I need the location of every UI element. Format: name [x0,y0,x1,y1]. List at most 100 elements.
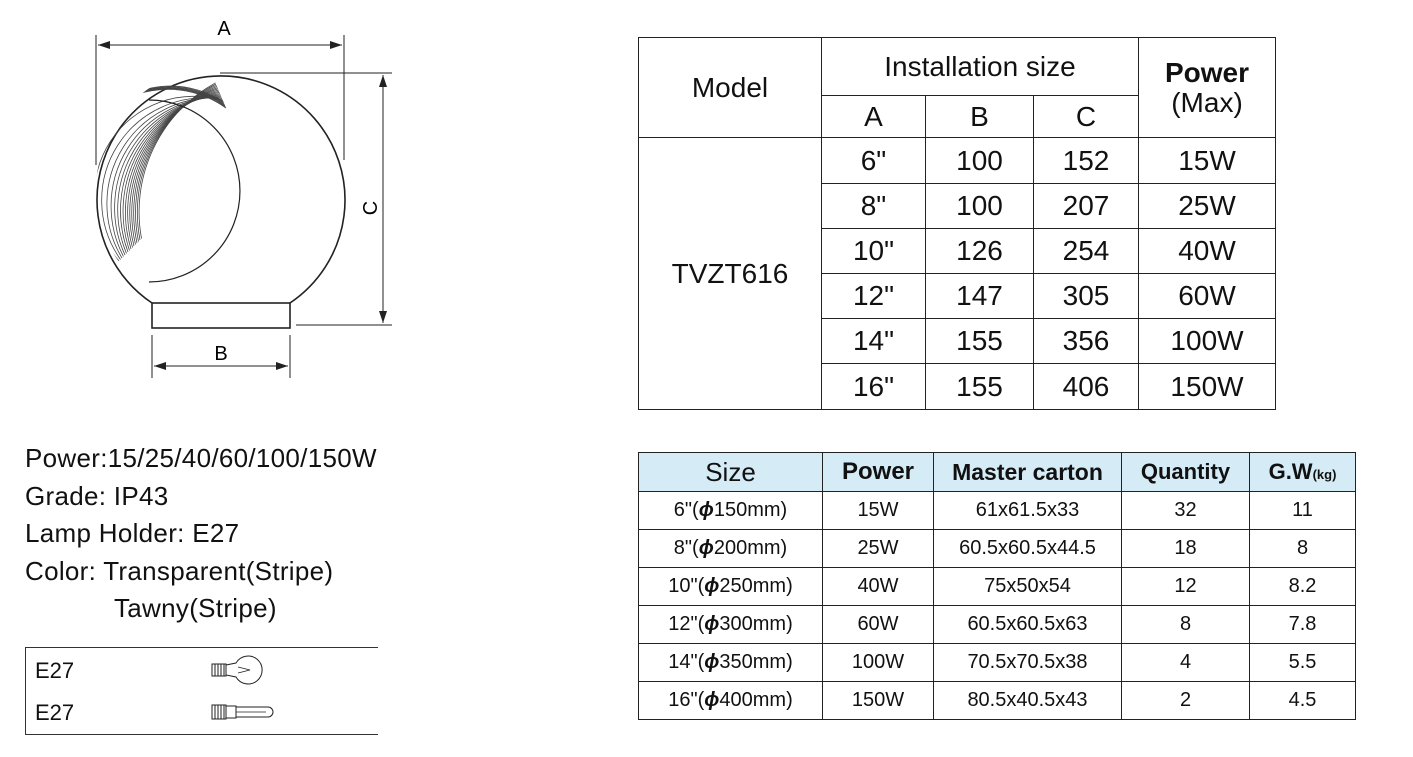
incandescent-bulb-icon [211,655,263,685]
table-row: 10"(ϕ250mm) 40W 75x50x54 12 8.2 [638,567,1356,606]
gw-cell: 8 [1249,529,1356,568]
cell-power: 15W [1138,137,1276,184]
cell-c: 305 [1033,273,1139,319]
table-row: 6"(ϕ150mm) 15W 61x61.5x33 32 11 [638,491,1356,530]
cell-a: 10" [821,228,926,274]
cell-c: 406 [1033,363,1139,410]
stripe-line [96,87,226,268]
table-row: 8"(ϕ200mm) 25W 60.5x60.5x44.5 18 8 [638,529,1356,568]
table-row: 16"(ϕ400mm) 150W 80.5x40.5x43 2 4.5 [638,681,1356,720]
cfl-bulb-icon [211,704,274,720]
phi-symbol: ϕ [704,613,720,635]
master-carton-header: Master carton [933,452,1122,492]
stripe-line [129,88,219,247]
globe-dimension-drawing: A C B [95,18,392,378]
stripe-line [96,86,225,265]
carton-cell: 60.5x60.5x44.5 [933,529,1122,568]
carton-cell: 61x61.5x33 [933,491,1122,530]
gw-cell: 11 [1249,491,1356,530]
table-row: 16" 155 406 150W [639,363,1276,410]
phi-symbol: ϕ [704,689,720,711]
size-mm: 250mm) [719,575,793,597]
power-cell: 40W [822,567,934,606]
size-mm: 400mm) [719,689,793,711]
col-c-header: C [1033,95,1139,138]
power-cell: 25W [822,529,934,568]
crescent-edge [148,99,241,283]
cell-c: 152 [1033,137,1139,184]
size-cell: 12"(ϕ300mm) [638,605,823,644]
cell-c: 207 [1033,183,1139,229]
cell-c: 356 [1033,318,1139,364]
model-cell: TVZT616 [638,137,822,410]
cell-power: 40W [1138,228,1276,274]
size-inch: 10"( [668,575,705,597]
installation-size-table: Model Installation size Power (Max) A B … [638,37,1276,410]
stripe-line [96,88,226,269]
carton-cell: 70.5x70.5x38 [933,643,1122,682]
table-row: TVZT616 6" 100 152 15W [638,137,1276,410]
lamp-holder-box [25,647,378,735]
size-inch: 8"( [673,537,699,559]
cell-power: 25W [1138,183,1276,229]
col-b-header: B [925,95,1034,138]
globe-outline [96,75,346,304]
stripe-line [101,97,223,260]
power-cell: 100W [822,643,934,682]
size-inch: 16"( [668,689,705,711]
cell-power: 100W [1138,318,1276,364]
gw-cell: 5.5 [1249,643,1356,682]
spec-lamp-holder: Lamp Holder: E27 [25,518,240,548]
stripe-line [106,97,223,259]
size-mm: 300mm) [719,613,793,635]
table-row: 12" 147 305 60W [639,273,1276,319]
spec-list: Power:15/25/40/60/100/150W Grade: IP43 L… [25,440,377,628]
spec-color: Color: Transparent(Stripe) [25,555,334,586]
spec-color-alt: Tawny(Stripe) [114,593,277,623]
qty-cell: 2 [1121,681,1250,720]
table-row: 8" 100 207 25W [639,183,1276,229]
cell-a: 8" [821,183,926,229]
carton-cell: 80.5x40.5x43 [933,681,1122,720]
spec-power: Power:15/25/40/60/100/150W [25,443,377,473]
power-header: Power [822,452,934,492]
cell-power: 150W [1138,363,1276,410]
size-cell: 14"(ϕ350mm) [638,643,823,682]
cell-b: 100 [925,183,1034,229]
dimension-c-label: C [360,201,382,215]
qty-cell: 18 [1121,529,1250,568]
quantity-header: Quantity [1121,452,1250,492]
cell-power: 60W [1138,273,1276,319]
phi-symbol: ϕ [704,575,720,597]
spec-grade: Grade: IP43 [25,480,169,511]
installation-size-header: Installation size [821,37,1139,96]
gw-header: G.W(kg) [1249,452,1356,492]
size-cell: 10"(ϕ250mm) [638,567,823,606]
size-inch: 14"( [668,651,705,673]
gw-label: G.W [1268,459,1313,484]
size-mm: 350mm) [719,651,793,673]
power-header: Power (Max) [1138,37,1276,138]
packing-table: Size Power Master carton Quantity G.W(kg… [638,452,1356,720]
cell-b: 100 [925,137,1034,184]
cell-a: 6" [821,137,926,184]
gw-cell: 7.8 [1249,605,1356,644]
cell-b: 155 [925,363,1034,410]
dimension-b-label: B [214,343,227,365]
size-cell: 8"(ϕ200mm) [638,529,823,568]
stripe-line [133,86,218,244]
globe-neck [151,302,291,329]
stripe-line [138,82,216,239]
qty-cell: 8 [1121,605,1250,644]
size-mm: 200mm) [713,537,788,559]
power-cell: 15W [822,491,934,530]
size-mm: 150mm) [713,499,788,521]
cell-b: 147 [925,273,1034,319]
holder-label: E27 [35,658,75,683]
stripe-hatching [96,82,227,271]
phi-symbol: ϕ [698,537,714,559]
size-cell: 16"(ϕ400mm) [638,681,823,720]
power-cell: 60W [822,605,934,644]
size-inch: 6"( [673,499,699,521]
table-row: 14"(ϕ350mm) 100W 70.5x70.5x38 4 5.5 [638,643,1356,682]
